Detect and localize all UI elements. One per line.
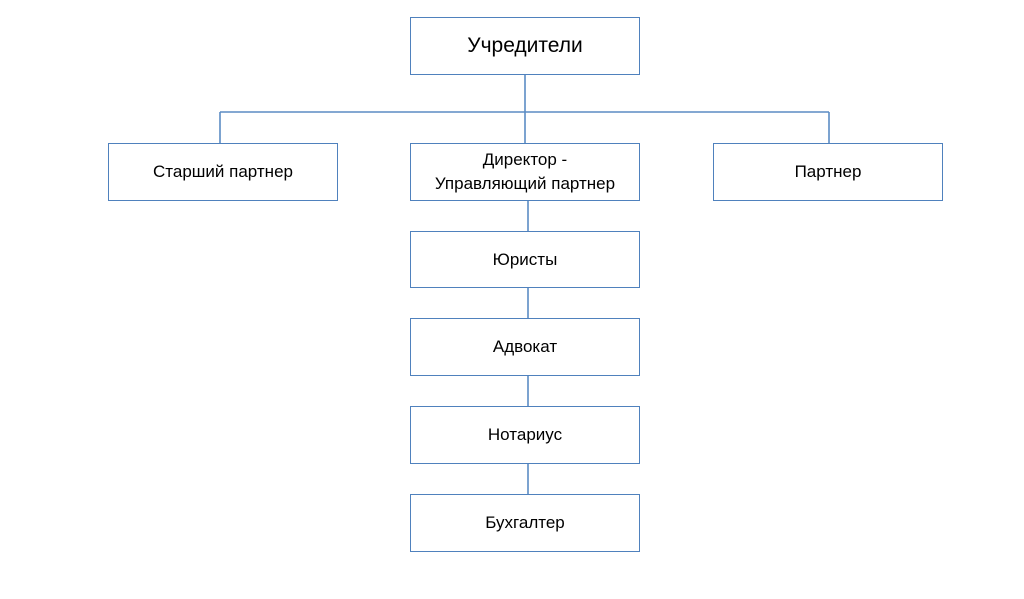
node-senior-partner: Старший партнер [108,143,338,201]
node-senior-partner-label: Старший партнер [153,162,293,181]
node-accountant-label: Бухгалтер [485,513,565,532]
node-director-label: Директор - Управляющий партнер [434,150,616,193]
node-founders-label: Учредители [467,34,583,57]
node-partner: Партнер [713,143,943,201]
node-director-managing-partner: Директор - Управляющий партнер [410,143,640,201]
node-partner-label: Партнер [794,162,862,181]
node-founders: Учредители [410,17,640,75]
node-notary: Нотариус [410,406,640,464]
node-advocate: Адвокат [410,318,640,376]
node-lawyers-label: Юристы [492,249,558,269]
node-notary-label: Нотариус [487,425,563,444]
node-lawyers: Юристы [410,231,640,288]
node-accountant: Бухгалтер [410,494,640,552]
node-advocate-label: Адвокат [492,337,558,356]
